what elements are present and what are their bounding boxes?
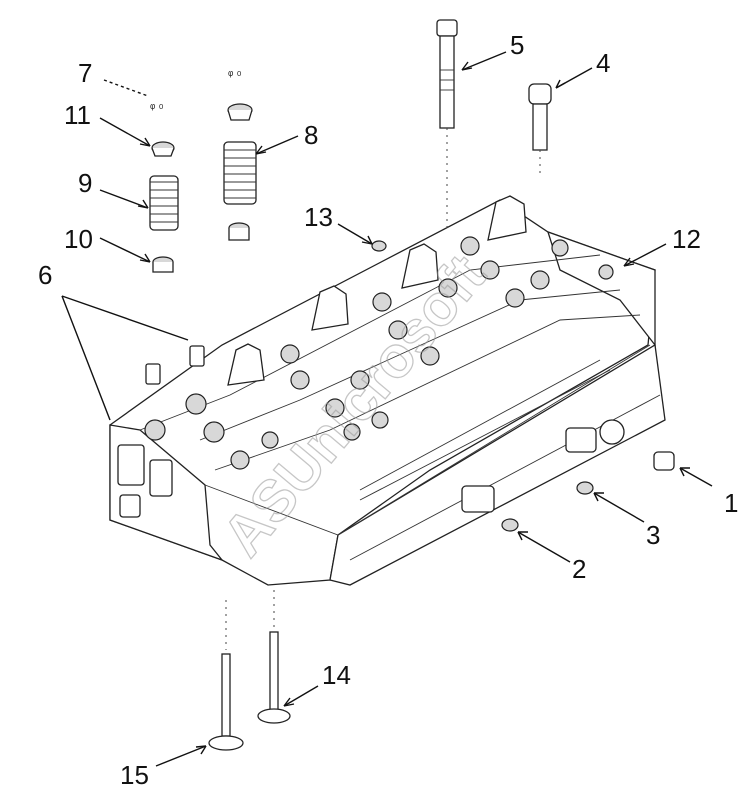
- callout-2: 2: [572, 554, 586, 584]
- valve-spring-right: [223, 141, 257, 205]
- callout-9: 9: [78, 168, 92, 198]
- plug-1: [653, 451, 675, 471]
- plug-3: [576, 481, 594, 495]
- valve-intake: [257, 590, 291, 724]
- callout-5: 5: [510, 30, 524, 60]
- valve-assembly-right: ᵩ ₀: [223, 64, 257, 241]
- callout-15: 15: [120, 760, 149, 790]
- callout-8: 8: [304, 120, 318, 150]
- plug-2: [501, 518, 519, 532]
- callout-7: 7: [78, 58, 92, 88]
- valve-exhaust: [208, 600, 244, 751]
- callout-13: 13: [304, 202, 333, 232]
- callout-11: 11: [64, 100, 91, 130]
- valve-assembly-left: ᵩ ₀: [149, 97, 179, 273]
- leader-lines: [61, 51, 713, 767]
- valve-guides: [145, 345, 205, 385]
- bolt-short: [528, 83, 552, 175]
- callout-labels: 1 2 3 4 5 6 7 8 9 10 11 12 13 14 15: [38, 30, 738, 790]
- callout-14: 14: [322, 660, 351, 690]
- callout-1: 1: [724, 488, 738, 518]
- svg-text:ᵩ ₀: ᵩ ₀: [228, 64, 242, 78]
- plug-small: [371, 240, 387, 252]
- callout-6: 6: [38, 260, 52, 290]
- top-bolt-holes: [144, 236, 614, 470]
- cylinder-head: [109, 195, 666, 586]
- bolt-long: [436, 19, 458, 228]
- callout-12: 12: [672, 224, 701, 254]
- callout-4: 4: [596, 48, 610, 78]
- svg-text:ᵩ ₀: ᵩ ₀: [150, 97, 164, 111]
- valve-spring-left: [149, 175, 179, 231]
- callout-3: 3: [646, 520, 660, 550]
- callout-10: 10: [64, 224, 93, 254]
